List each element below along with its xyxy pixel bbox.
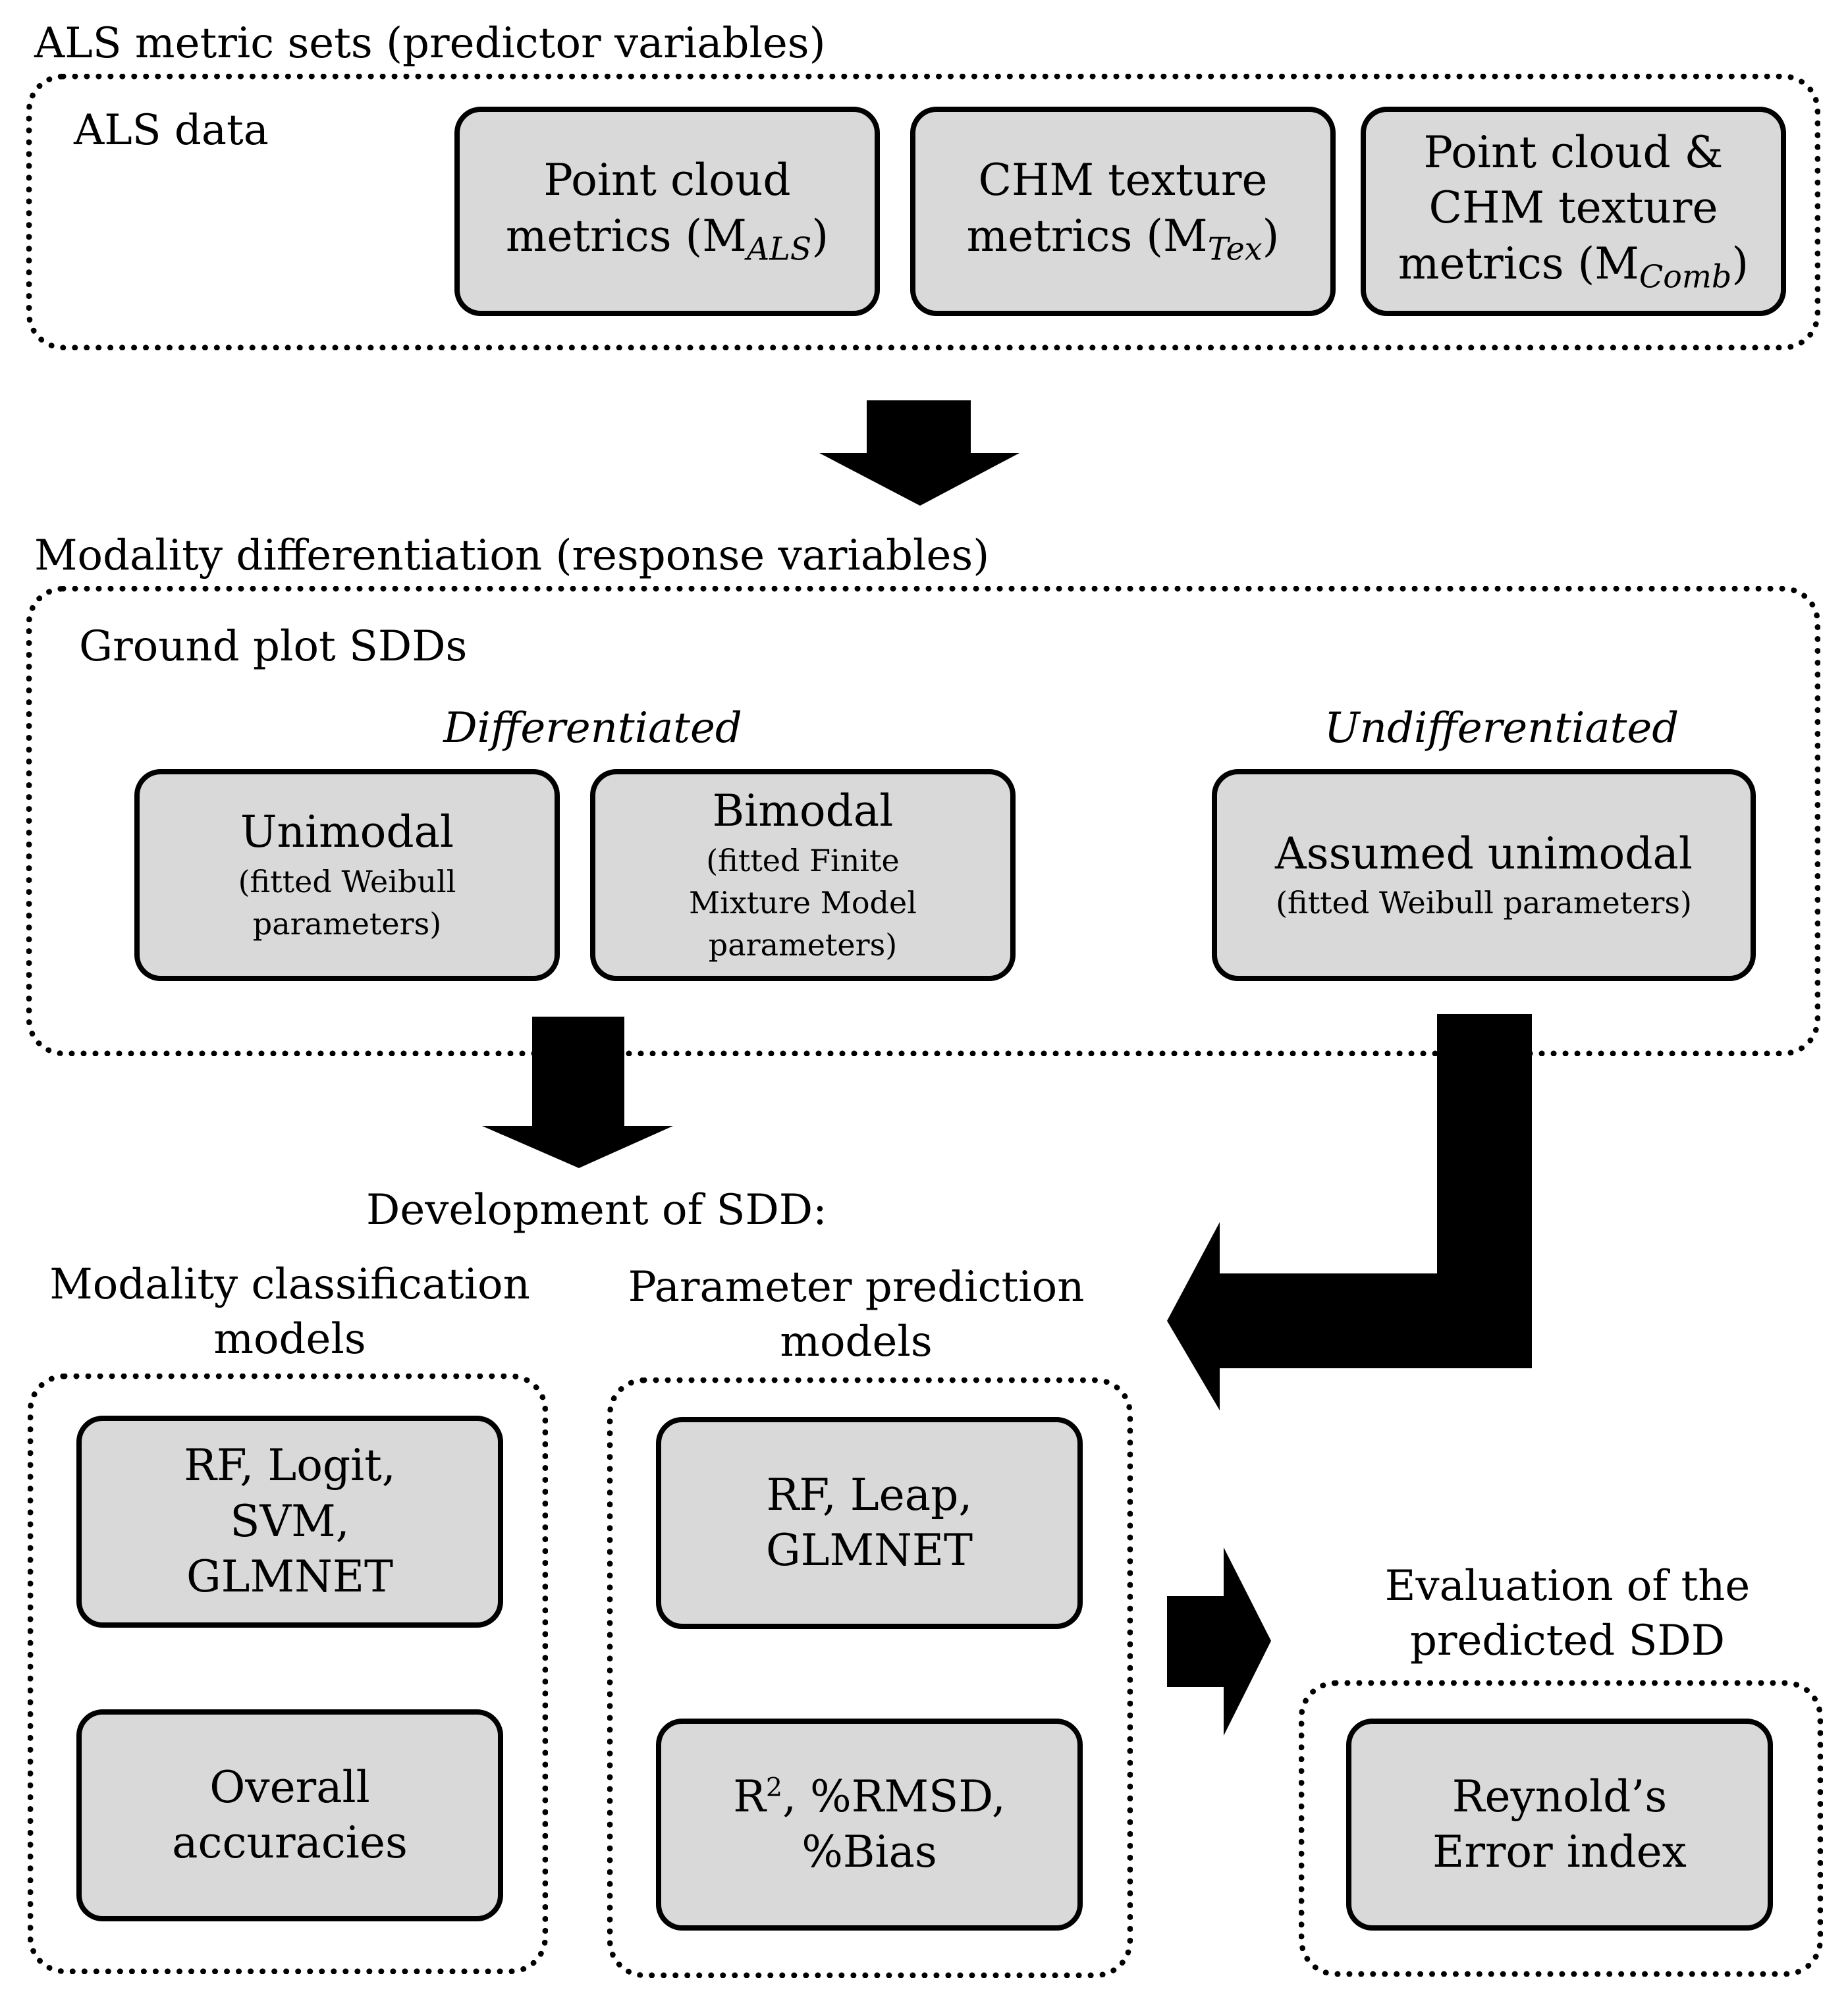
classification-heading: Modality classification models	[20, 1258, 560, 1367]
chm-texture-metrics-line1: CHM texture	[978, 155, 1268, 206]
section-title-als-metric-sets: ALS metric sets (predictor variables)	[34, 19, 826, 68]
unimodal-title: Unimodal	[240, 807, 454, 858]
assumed-unimodal-title: Assumed unimodal	[1275, 828, 1693, 879]
undifferentiated-label: Undifferentiated	[1324, 704, 1679, 753]
chm-texture-metrics-box: CHM texture metrics (MTex)	[910, 107, 1336, 316]
point-cloud-metrics-text: metrics (M	[505, 210, 747, 261]
ground-plot-sdds-group	[26, 586, 1820, 1056]
differentiated-label: Differentiated	[443, 704, 742, 753]
bimodal-line1: (fitted Finite	[706, 842, 900, 878]
prediction-accuracy-line1: R2, %RMSD,	[733, 1769, 1006, 1825]
als-data-group	[26, 74, 1820, 350]
combined-metrics-line1: Point cloud &	[1423, 126, 1724, 178]
point-cloud-metrics-line2: metrics (MALS)	[506, 209, 829, 270]
classification-methods-line1: RF, Logit,	[184, 1440, 396, 1491]
overall-accuracies-line1: Overall	[209, 1761, 370, 1813]
prediction-accuracy-box: R2, %RMSD, %Bias	[656, 1719, 1083, 1931]
combined-metrics-close: )	[1731, 238, 1749, 289]
unimodal-line1: (fitted Weibull	[238, 863, 456, 899]
classification-methods-box: RF, Logit, SVM, GLMNET	[76, 1416, 503, 1628]
unimodal-line2: parameters)	[252, 906, 442, 942]
prediction-models-group	[607, 1377, 1133, 1978]
combined-metrics-subscript: Comb	[1639, 259, 1732, 296]
point-cloud-metrics-subscript: ALS	[746, 230, 812, 267]
point-cloud-metrics-close: )	[811, 210, 829, 261]
point-cloud-metrics-box: Point cloud metrics (MALS)	[454, 107, 880, 316]
overall-accuracies-line2: accuracies	[172, 1817, 408, 1868]
chm-texture-metrics-subscript: Tex	[1207, 230, 1263, 267]
arrow-elbow-left	[1167, 1014, 1532, 1410]
r-squared-base: R	[733, 1771, 766, 1822]
combined-metrics-box: Point cloud & CHM texture metrics (MComb…	[1361, 107, 1786, 316]
bimodal-line2: Mixture Model	[689, 885, 917, 921]
prediction-methods-line1: RF, Leap,	[766, 1469, 973, 1520]
chm-texture-metrics-close: )	[1262, 210, 1280, 261]
combined-metrics-line3: metrics (MComb)	[1398, 236, 1749, 298]
classification-models-group	[28, 1374, 548, 1974]
prediction-heading: Parameter prediction models	[593, 1260, 1120, 1370]
assumed-unimodal-box: Assumed unimodal (fitted Weibull paramet…	[1212, 769, 1756, 981]
combined-metrics-text: metrics (M	[1398, 238, 1639, 289]
evaluation-group	[1299, 1680, 1823, 1977]
arrow-down-2	[482, 1017, 673, 1168]
arrow-down-1	[819, 400, 1019, 506]
rmsd-text: , %RMSD,	[782, 1771, 1006, 1822]
section-title-development-of-sdd: Development of SDD:	[366, 1186, 827, 1235]
combined-metrics-line2: CHM texture	[1428, 182, 1718, 234]
evaluation-heading-line2: predicted SDD	[1409, 1616, 1726, 1666]
prediction-methods-box: RF, Leap, GLMNET	[656, 1417, 1083, 1629]
bimodal-box: Bimodal (fitted Finite Mixture Model par…	[590, 769, 1016, 981]
reynolds-error-index-box: Reynold’s Error index	[1346, 1719, 1773, 1931]
unimodal-box: Unimodal (fitted Weibull parameters)	[134, 769, 560, 981]
section-title-modality-differentiation: Modality differentiation (response varia…	[34, 531, 990, 580]
r-squared-superscript: 2	[765, 1772, 783, 1803]
prediction-methods-line2: GLMNET	[765, 1525, 973, 1576]
point-cloud-metrics-line1: Point cloud	[543, 155, 791, 206]
als-data-label: ALS data	[74, 106, 269, 155]
chm-texture-metrics-line2: metrics (MTex)	[967, 209, 1280, 270]
classification-heading-line2: models	[213, 1315, 366, 1364]
classification-methods-line2: SVM,	[230, 1495, 350, 1547]
overall-accuracies-box: Overall accuracies	[76, 1709, 503, 1921]
ground-plot-sdds-label: Ground plot SDDs	[79, 622, 468, 671]
classification-heading-line1: Modality classification	[49, 1260, 530, 1309]
assumed-unimodal-line1: (fitted Weibull parameters)	[1276, 885, 1692, 921]
prediction-heading-line2: models	[780, 1318, 933, 1367]
bimodal-title: Bimodal	[712, 786, 894, 837]
prediction-accuracy-line2: %Bias	[802, 1827, 937, 1877]
prediction-heading-line1: Parameter prediction	[628, 1263, 1085, 1312]
classification-methods-line3: GLMNET	[186, 1551, 394, 1603]
bimodal-line3: parameters)	[708, 927, 898, 963]
evaluation-heading-line1: Evaluation of the	[1384, 1562, 1751, 1611]
arrow-right	[1167, 1547, 1271, 1736]
evaluation-heading: Evaluation of the predicted SDD	[1317, 1559, 1818, 1669]
reynolds-error-index-line1: Reynold’s	[1452, 1771, 1668, 1822]
reynolds-error-index-line2: Error index	[1432, 1827, 1687, 1877]
chm-texture-metrics-text: metrics (M	[966, 210, 1208, 261]
